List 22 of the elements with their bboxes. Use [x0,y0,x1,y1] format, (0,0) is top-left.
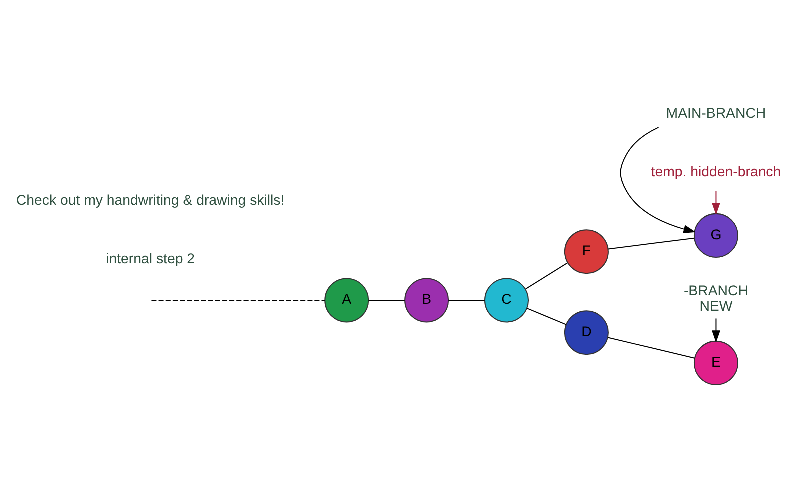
node-circle: F [564,229,609,274]
node-circle: G [694,212,738,258]
arrow [712,190,720,215]
node-text: MAIN-BRANCH [666,106,766,122]
node-circle: A [324,278,370,322]
node-text: -BRANCH NEW [684,283,748,314]
node-circle: B [404,278,450,322]
node-circle: C [484,278,530,322]
connector [526,308,567,325]
arrow [712,318,720,342]
label: internal step 2 [106,251,196,268]
connector [608,336,695,358]
node-text: temp. hidden-branch [651,164,782,180]
connector [448,299,485,300]
node-circle: E [694,340,738,385]
connector [152,299,325,300]
label: Check out my handwriting & drawing skills! [16,192,285,209]
connector [608,237,695,250]
connector [526,262,568,290]
arrow [620,126,696,233]
connector [368,299,405,300]
node-circle: D [564,310,609,355]
